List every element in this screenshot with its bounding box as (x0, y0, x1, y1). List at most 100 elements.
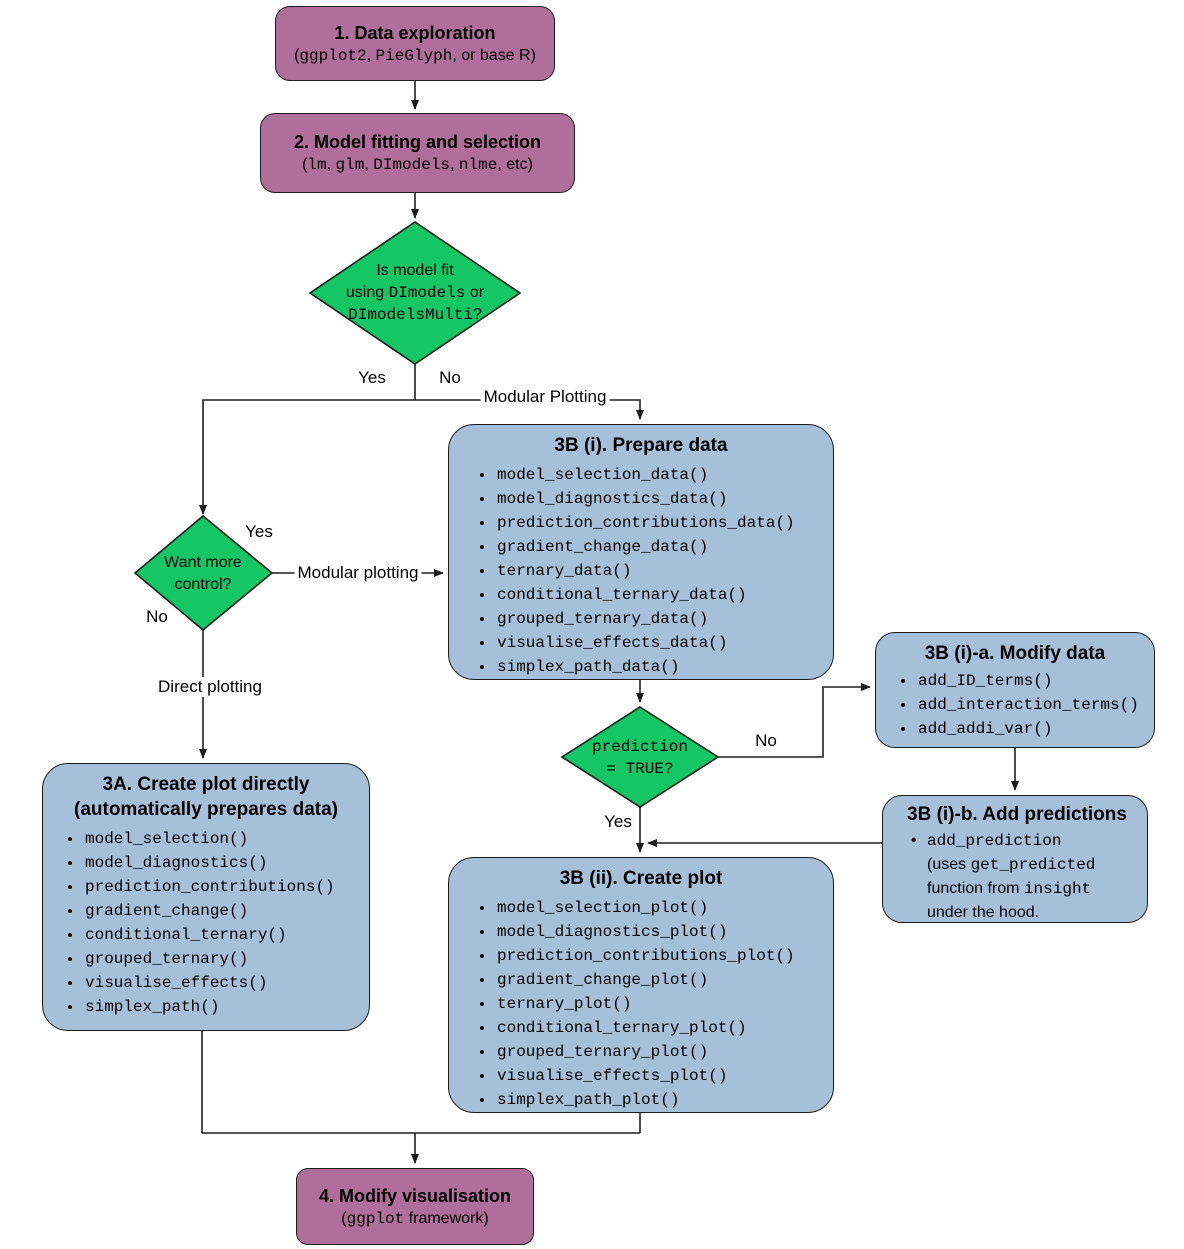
text-part: ? (472, 306, 482, 323)
node-title: 3A. Create plot directly (102, 774, 310, 795)
decision-line: using DImodels or (346, 282, 484, 304)
node-modify-data: 3B (i)-a. Modify data add_ID_terms()add_… (875, 632, 1155, 748)
function-list: add_ID_terms()add_interaction_terms()add… (886, 669, 1144, 741)
function-list-item: visualise_effects_data() (495, 631, 823, 655)
text-part: under the hood. (927, 904, 1040, 921)
node-data-exploration: 1. Data exploration (ggplot2, PieGlyph, … (275, 6, 555, 81)
node-modify-visualisation: 4. Modify visualisation (ggplot framewor… (296, 1168, 534, 1245)
edge-prediction-no (718, 683, 871, 758)
function-list-item: prediction_contributions_plot() (495, 944, 823, 968)
edge-label-yes-prediction: Yes (604, 812, 632, 831)
function-list-item: add_ID_terms() (916, 669, 1144, 693)
decision-diamond-model-fit (308, 221, 522, 365)
edge-label-no-prediction: No (755, 731, 777, 750)
node-create-plot: 3B (ii). Create plot model_selection_plo… (448, 857, 834, 1113)
decision-model-fit-label: Is model fit using DImodels or DImodelsM… (322, 243, 508, 343)
function-list-item: grouped_ternary() (83, 947, 359, 971)
function-list-item: simplex_path_data() (495, 655, 823, 679)
decision-diamond-want-control (133, 514, 274, 632)
function-list-item: model_selection_data() (495, 463, 823, 487)
text-part: framework) (404, 1209, 489, 1227)
edge-label-yes-control: Yes (245, 522, 273, 541)
text-part: ( (302, 156, 308, 173)
decision-line: = TRUE? (606, 759, 674, 778)
node-title: 3B (i)-a. Modify data (924, 643, 1106, 664)
text-part: using (345, 284, 389, 301)
node-title: 2. Model fitting and selection (293, 132, 542, 152)
node-title: 3B (i)-b. Add predictions (907, 804, 1127, 825)
function-list-item: visualise_effects_plot() (495, 1064, 823, 1088)
function-list-item: gradient_change_plot() (495, 968, 823, 992)
edge-label-direct-plotting: Direct plotting (155, 677, 265, 697)
function-list-item: model_diagnostics() (83, 851, 359, 875)
function-list-item: model_diagnostics_plot() (495, 920, 823, 944)
code-token: ggplot2 (299, 46, 367, 65)
function-list: model_selection_data()model_diagnostics_… (459, 463, 823, 679)
edge-label-modular-plotting-top: Modular Plotting (480, 387, 610, 407)
function-list-item: model_selection_plot() (495, 896, 823, 920)
edge-label-modular-plotting-mid: Modular plotting (294, 563, 422, 583)
code-token: DImodelsMulti (348, 306, 473, 324)
edge-label-yes-top: Yes (358, 368, 386, 387)
function-list-item: gradient_change_data() (495, 535, 823, 559)
text-part: , etc) (497, 156, 533, 173)
node-title: 1. Data exploration (334, 22, 496, 43)
node-model-fitting: 2. Model fitting and selection (lm, glm,… (260, 113, 575, 193)
code-token: DImodels (388, 284, 466, 302)
function-list-item: simplex_path() (83, 995, 359, 1019)
function-list-item: model_diagnostics_data() (495, 487, 823, 511)
node-subtitle: (ggplot framework) (341, 1208, 488, 1230)
node-prepare-data: 3B (i). Prepare data model_selection_dat… (448, 424, 834, 680)
decision-want-control-label: Want more control? (140, 545, 266, 603)
function-list-item: conditional_ternary_data() (495, 583, 823, 607)
decision-line: Want more (164, 554, 242, 571)
function-list-item: model_selection() (83, 827, 359, 851)
text-part: ( (294, 46, 300, 64)
code-token: lm (307, 156, 327, 174)
decision-line: Is model fit (376, 262, 454, 279)
add-prediction-item: •add_prediction (uses get_predicted func… (907, 829, 1137, 924)
function-list-item: add_addi_var() (916, 717, 1144, 741)
node-add-predictions: 3B (i)-b. Add predictions • add_predictio… (882, 795, 1148, 923)
edge-yes-to-decision2 (199, 399, 415, 515)
code-token: PieGlyph (375, 46, 453, 65)
function-list-item: prediction_contributions_data() (495, 511, 823, 535)
function-list-item: grouped_ternary_data() (495, 607, 823, 631)
function-list-item: prediction_contributions() (83, 875, 359, 899)
function-list: model_selection_plot()model_diagnostics_… (459, 896, 823, 1112)
decision-line: DImodelsMulti? (348, 304, 482, 326)
code-token: glm (335, 156, 365, 174)
node-title-line2: (automatically prepares data) (74, 799, 338, 820)
node-title: 3B (ii). Create plot (559, 868, 723, 889)
function-list-item: ternary_data() (495, 559, 823, 583)
code-token: add_prediction (927, 832, 1062, 850)
function-list-item: ternary_plot() (495, 992, 823, 1016)
node-create-plot-directly: 3A. Create plot directly (automatically … (42, 763, 370, 1031)
function-list-item: add_interaction_terms() (916, 693, 1144, 717)
decision-line: prediction (591, 737, 688, 756)
text-part: , (450, 156, 459, 173)
edge-label-no-top: No (439, 368, 461, 387)
decision-diamond-prediction (560, 706, 720, 808)
text-part: , (364, 156, 374, 173)
node-title: 3B (i). Prepare data (554, 435, 728, 456)
function-list-item: grouped_ternary_plot() (495, 1040, 823, 1064)
code-token: ggplot (346, 1209, 405, 1228)
text-part: or (465, 284, 485, 301)
node-subtitle: (lm, glm, DImodels, nlme, etc) (302, 154, 533, 176)
code-token: get_predicted (970, 856, 1096, 874)
code-token: DImodels (373, 156, 451, 174)
code-token: nlme (458, 156, 498, 174)
text-part: (uses (927, 856, 971, 873)
bullet-icon: • (911, 832, 917, 849)
function-list-item: conditional_ternary() (83, 923, 359, 947)
function-list-item: simplex_path_plot() (495, 1088, 823, 1112)
node-title: 4. Modify visualisation (318, 1185, 512, 1206)
text-part: , or base R) (452, 46, 536, 64)
decision-prediction-label: prediction = TRUE? (570, 730, 710, 785)
function-list-item: conditional_ternary_plot() (495, 1016, 823, 1040)
text-part: , (366, 46, 376, 64)
function-list: model_selection()model_diagnostics()pred… (53, 827, 359, 1019)
